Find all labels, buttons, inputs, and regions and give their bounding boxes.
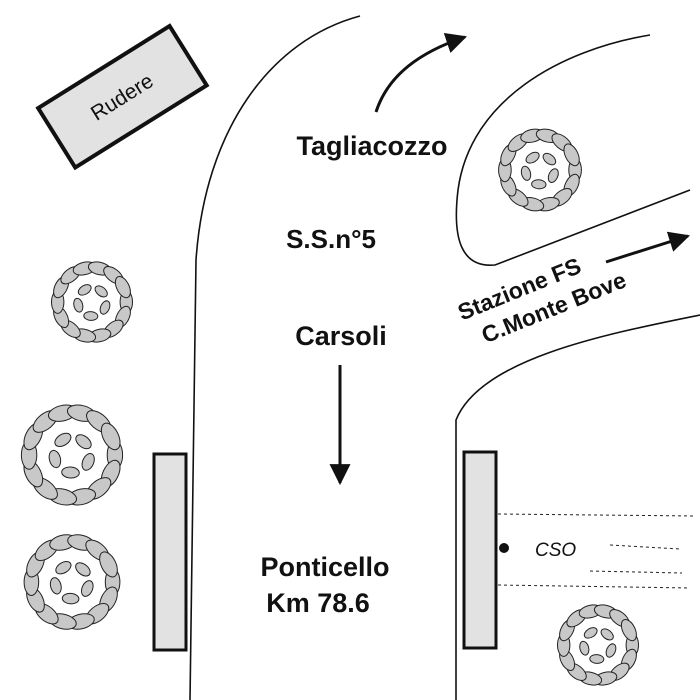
ponticello-label: Ponticello bbox=[260, 552, 389, 582]
bridge-parapet-right bbox=[462, 450, 498, 650]
tree-left-middle-icon bbox=[20, 404, 124, 506]
arrow-to-stazione-icon bbox=[605, 231, 691, 264]
road-edge-left bbox=[189, 15, 361, 700]
cso-point-icon bbox=[499, 543, 509, 553]
trees-layer bbox=[20, 128, 639, 686]
road-edge-upper-branch bbox=[455, 34, 691, 266]
road-edge-lower-branch bbox=[455, 314, 700, 700]
bridge-parapet-left bbox=[152, 452, 188, 652]
arrow-to-tagliacozzo-icon bbox=[374, 33, 467, 113]
tree-right-lower-icon bbox=[557, 604, 639, 686]
cso-label: CSO bbox=[535, 540, 576, 561]
tree-left-lower-icon bbox=[23, 534, 121, 630]
stream-lines bbox=[497, 513, 696, 589]
tree-left-upper-icon bbox=[50, 261, 134, 343]
ruin-building: Rudere bbox=[35, 23, 210, 171]
km-label: Km 78.6 bbox=[266, 588, 370, 618]
carsoli-label: Carsoli bbox=[295, 321, 387, 351]
tagliacozzo-label: Tagliacozzo bbox=[296, 131, 447, 161]
tree-station-island-icon bbox=[498, 128, 582, 212]
road-number-label: S.S.n°5 bbox=[286, 224, 376, 254]
